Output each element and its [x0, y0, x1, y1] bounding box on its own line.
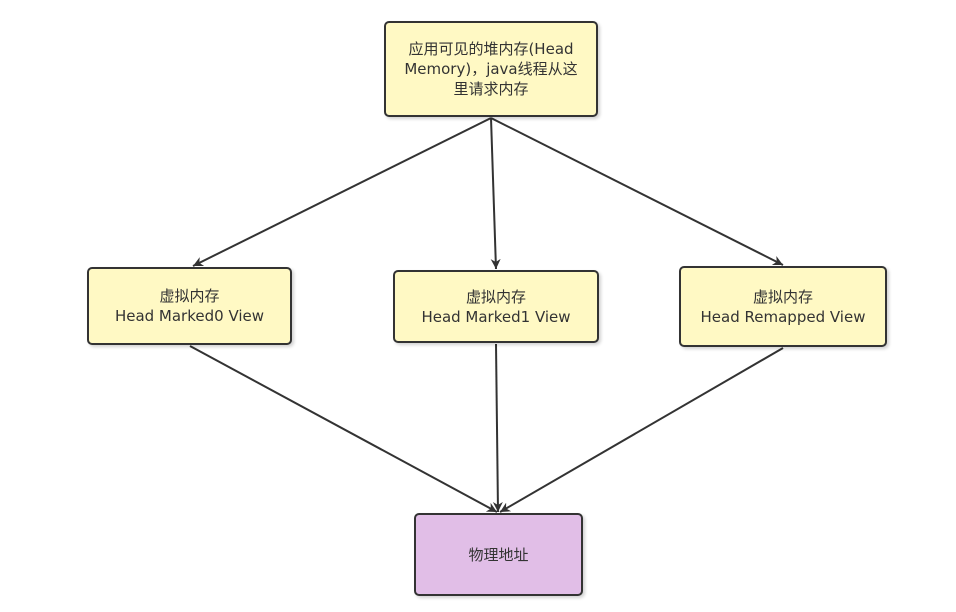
heap-memory-label: 应用可见的堆内存(Head Memory)，java线程从这 里请求内存	[404, 40, 578, 98]
edge-remapped-to-physical	[499, 347, 784, 513]
edge-heap-to-remapped	[490, 117, 784, 266]
edge-heap-to-marked0	[192, 117, 492, 267]
remapped-view-label: 虚拟内存 Head Remapped View	[700, 287, 866, 326]
marked1-view-label: 虚拟内存 Head Marked1 View	[421, 287, 571, 326]
edge-marked0-to-physical	[189, 345, 498, 513]
marked1-view-node: 虚拟内存 Head Marked1 View	[393, 270, 599, 343]
marked0-view-label: 虚拟内存 Head Marked0 View	[114, 287, 265, 325]
remapped-view-node: 虚拟内存 Head Remapped View	[679, 266, 887, 347]
edge-marked1-to-physical	[492, 343, 503, 513]
marked0-view-node: 虚拟内存 Head Marked0 View	[87, 267, 292, 345]
heap-memory-node: 应用可见的堆内存(Head Memory)，java线程从这 里请求内存	[384, 21, 598, 117]
edge-heap-to-marked1	[490, 117, 501, 270]
physical-address-label: 物理地址	[468, 545, 529, 564]
physical-address-node: 物理地址	[414, 513, 583, 596]
